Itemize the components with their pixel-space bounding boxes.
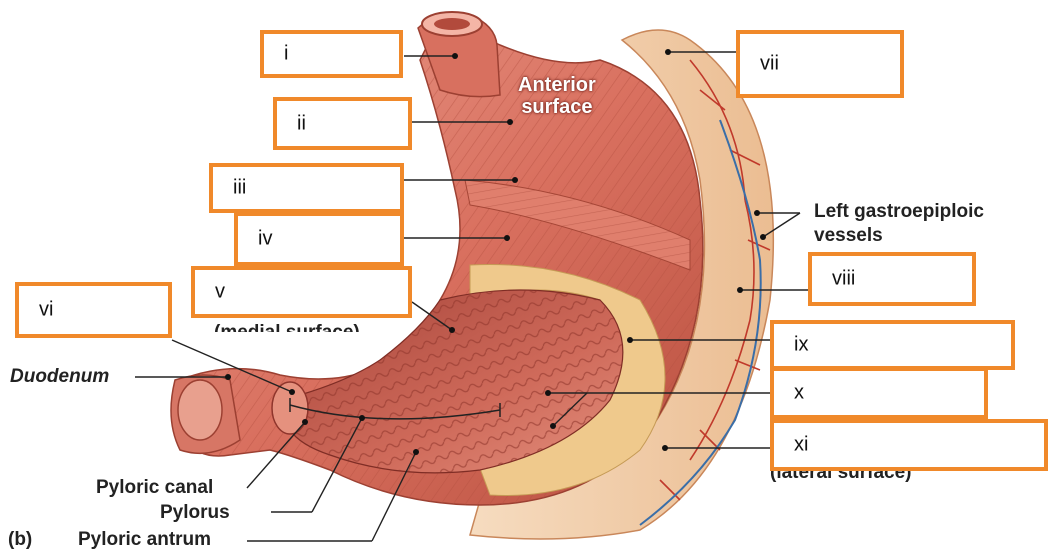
figure-tag: (b)	[8, 529, 32, 550]
label-box-vi-text: vi	[39, 299, 53, 322]
vessels-label: Left gastroepiploic vessels	[814, 200, 984, 248]
anterior-surface-label: Anterior surface	[518, 74, 596, 118]
label-box-x[interactable]: x	[770, 367, 988, 419]
label-box-x-text: x	[794, 382, 804, 405]
medial-surface-label: (medial surface)	[214, 318, 404, 332]
pyloric-antrum-label: Pyloric antrum	[78, 529, 211, 550]
label-box-xi[interactable]: xi	[770, 419, 1048, 471]
label-box-i-text: i	[284, 43, 288, 66]
lateral-surface-label: (lateral surface)	[770, 470, 960, 484]
label-box-ii[interactable]: ii	[273, 97, 412, 150]
duodenum-label: Duodenum	[10, 366, 109, 387]
label-box-ix[interactable]: ix	[770, 320, 1015, 370]
label-box-viii[interactable]: viii	[808, 252, 976, 306]
label-box-iii-text: iii	[233, 177, 246, 200]
label-box-iii[interactable]: iii	[209, 163, 404, 213]
label-box-vi[interactable]: vi	[15, 282, 172, 338]
label-box-vii-text: vii	[760, 53, 779, 76]
pyloric-canal-label: Pyloric canal	[96, 477, 213, 498]
label-box-i[interactable]: i	[260, 30, 403, 78]
label-box-xi-text: xi	[794, 434, 808, 457]
label-box-ii-text: ii	[297, 112, 306, 135]
pylorus-label: Pylorus	[160, 502, 230, 523]
label-box-v[interactable]: v	[191, 266, 412, 318]
label-box-vii[interactable]: vii	[736, 30, 904, 98]
label-box-iv[interactable]: iv	[234, 212, 404, 266]
label-box-viii-text: viii	[832, 268, 855, 291]
label-box-ix-text: ix	[794, 334, 808, 357]
label-box-v-text: v	[215, 281, 225, 304]
label-box-iv-text: iv	[258, 228, 272, 251]
